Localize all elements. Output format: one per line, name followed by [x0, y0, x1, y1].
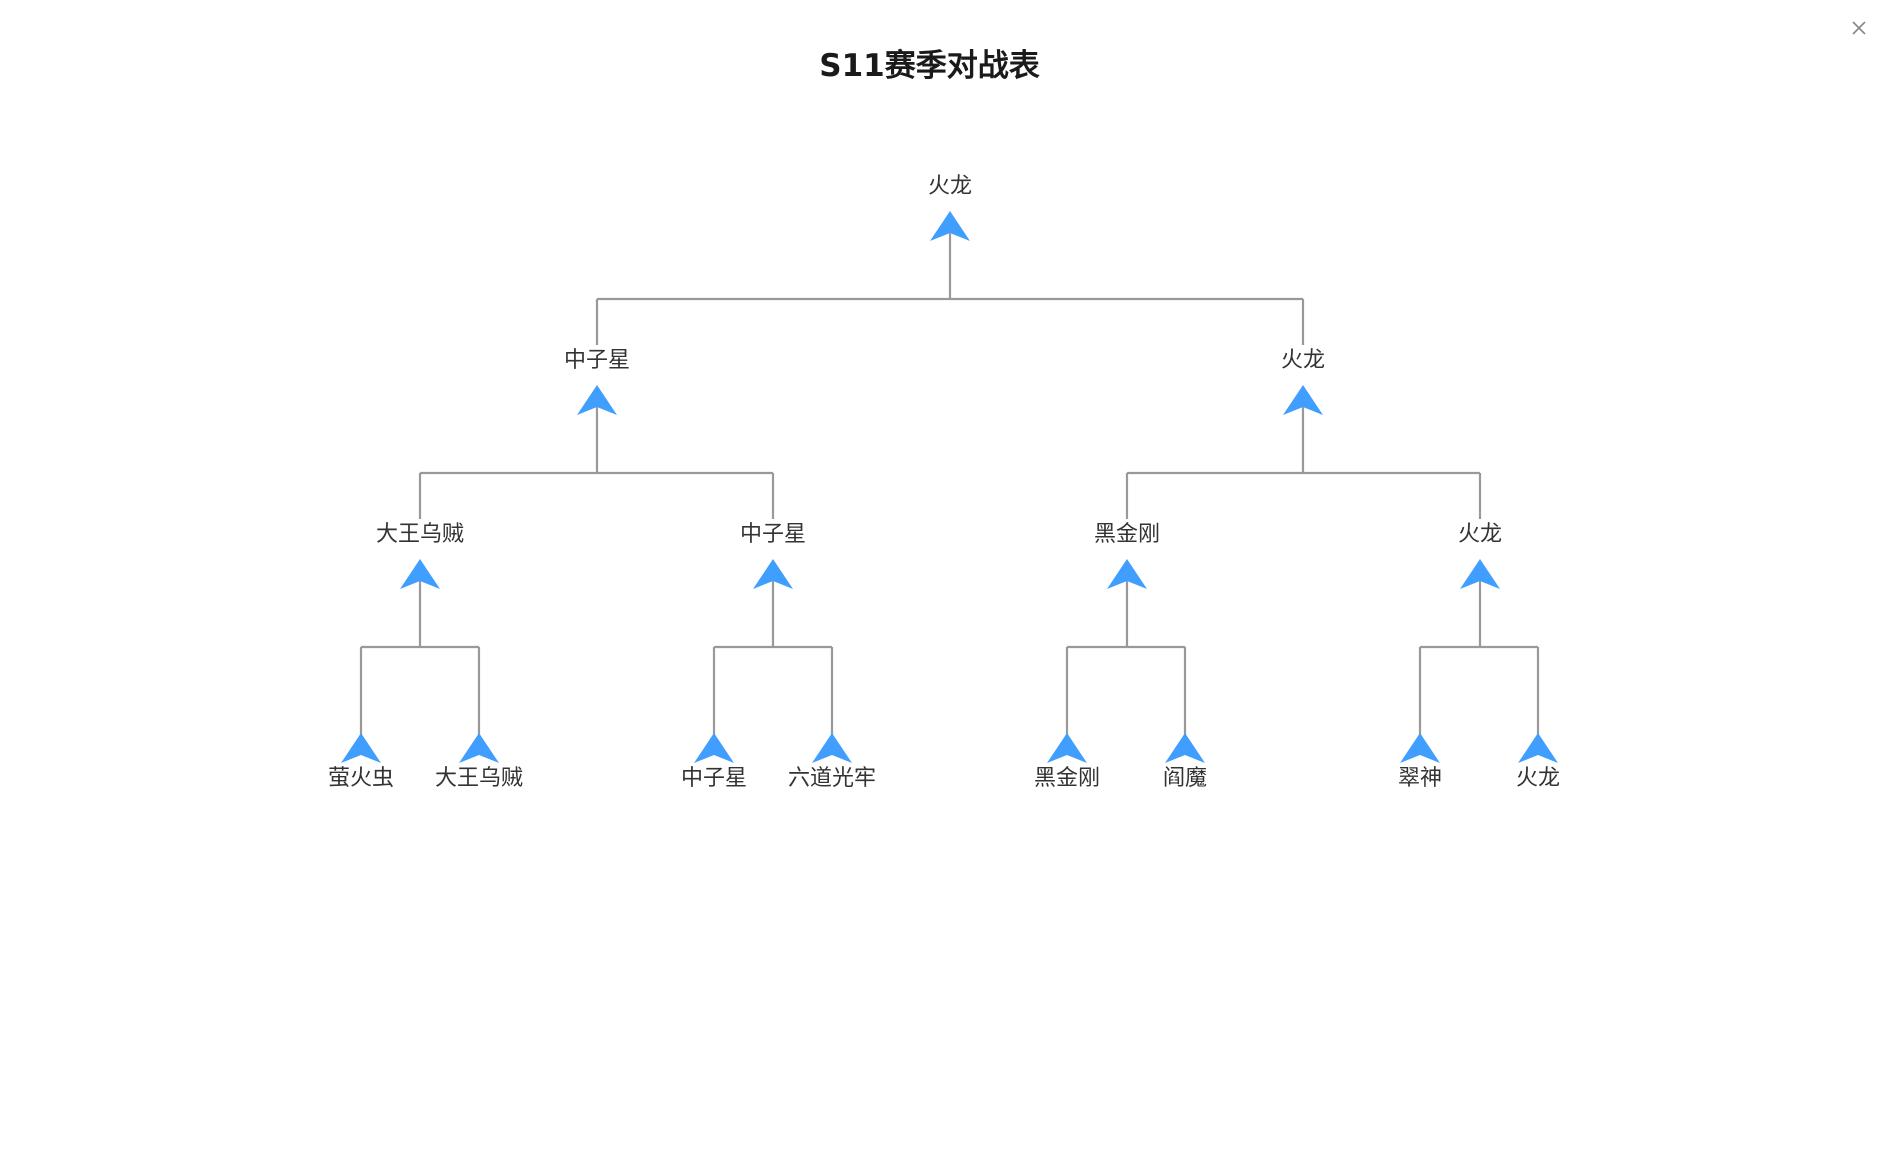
close-icon — [1852, 21, 1866, 35]
semifinal-0-label: 中子星 — [564, 348, 630, 373]
quarterfinal-0-arrow-up-icon — [400, 559, 440, 589]
entrant-1-arrow-up-icon — [459, 733, 499, 763]
entrant-4-arrow-up-icon — [1047, 733, 1087, 763]
entrant-5-label: 阎魔 — [1163, 766, 1207, 791]
champion-arrow-up-icon — [930, 211, 970, 241]
quarterfinal-1-label: 中子星 — [740, 522, 806, 547]
entrant-2-arrow-up-icon — [694, 733, 734, 763]
entrant-7-arrow-up-icon — [1518, 733, 1558, 763]
entrant-0-label: 萤火虫 — [328, 766, 394, 791]
quarterfinal-2-label: 黑金刚 — [1094, 522, 1160, 547]
entrant-3-arrow-up-icon — [812, 733, 852, 763]
entrant-4-label: 黑金刚 — [1034, 766, 1100, 791]
semifinal-1-arrow-up-icon — [1283, 385, 1323, 415]
champion-label: 火龙 — [928, 174, 972, 199]
entrant-6-label: 翠神 — [1398, 766, 1442, 791]
close-button[interactable] — [1845, 14, 1873, 42]
entrant-5-arrow-up-icon — [1165, 733, 1205, 763]
quarterfinal-0-label: 大王乌贼 — [376, 522, 464, 547]
entrant-1-label: 大王乌贼 — [435, 766, 523, 791]
quarterfinal-3-label: 火龙 — [1458, 522, 1502, 547]
quarterfinal-2-arrow-up-icon — [1107, 559, 1147, 589]
entrant-2-label: 中子星 — [681, 766, 747, 791]
quarterfinal-1-arrow-up-icon — [753, 559, 793, 589]
entrant-7-label: 火龙 — [1516, 766, 1560, 791]
page-title: S11赛季对战表 — [819, 48, 1040, 84]
entrant-6-arrow-up-icon — [1400, 733, 1440, 763]
entrant-0-arrow-up-icon — [341, 733, 381, 763]
quarterfinal-3-arrow-up-icon — [1460, 559, 1500, 589]
semifinal-1-label: 火龙 — [1281, 348, 1325, 373]
entrant-3-label: 六道光牢 — [788, 766, 876, 791]
semifinal-0-arrow-up-icon — [577, 385, 617, 415]
